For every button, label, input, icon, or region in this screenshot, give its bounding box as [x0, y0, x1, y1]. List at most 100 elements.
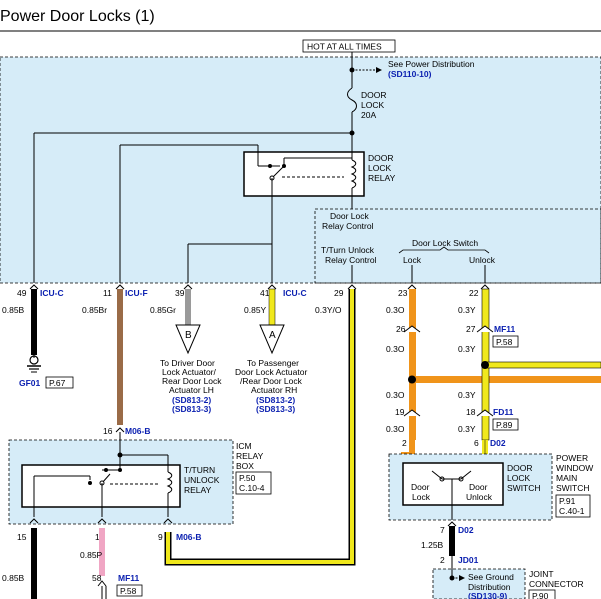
tturn-unlock-relay-control-1: T/Turn Unlock: [321, 245, 375, 255]
connector-b-ref-2: (SD813-3): [172, 404, 211, 414]
pin-22: 22: [469, 288, 479, 298]
connector-b-text-1: To Driver Door: [160, 358, 215, 368]
door-lock-relay-control-2: Relay Control: [322, 221, 374, 231]
wire-085b-bottom: 0.85B: [2, 573, 25, 583]
connector-b-text-4: Actuator LH: [169, 385, 214, 395]
conn-mf11-right: MF11: [494, 324, 516, 334]
icm-ref-2: C.10-4: [239, 483, 265, 493]
wire-125b: 1.25B: [421, 540, 444, 550]
see-power-distribution: See Power Distribution: [388, 59, 475, 69]
connector-b-letter: B: [185, 330, 192, 341]
pin-49: 49: [17, 288, 27, 298]
conn-d02: D02: [490, 438, 506, 448]
tturn-unlock-relay: [21, 464, 181, 508]
switch-door-lock-1: Door: [411, 482, 430, 492]
pin-19: 19: [395, 407, 405, 417]
ground-gf01: GF01: [19, 378, 41, 388]
wire-yellow-branch: [484, 361, 601, 369]
door-lock-switch-label-1: DOOR: [507, 463, 533, 473]
wire-orange-23: [409, 289, 416, 440]
door-lock-relay-label-1: DOOR: [368, 153, 394, 163]
fuse-label-3: 20A: [361, 110, 376, 120]
pin-27: 27: [466, 324, 476, 334]
pin-16: 16: [103, 426, 113, 436]
control-unlock-label: Unlock: [469, 255, 496, 265]
relay-control-box: [314, 208, 601, 284]
wire-black-49: [31, 289, 37, 355]
power-window-label-1: POWER: [556, 453, 588, 463]
door-lock-switch-box: [402, 462, 504, 506]
tturn-relay-label-2: UNLOCK: [184, 475, 220, 485]
connector-b-ref-1: (SD813-2): [172, 395, 211, 405]
door-lock-switch-label-2: LOCK: [507, 473, 530, 483]
page-title: Power Door Locks (1): [0, 8, 155, 25]
wire-brown-11: [117, 289, 123, 425]
fuse-label-2: LOCK: [361, 100, 384, 110]
wire-black-15: [31, 528, 37, 599]
page-p58-left: P.58: [120, 586, 137, 596]
hot-label-box: [302, 39, 396, 53]
wire-black-d02: [449, 526, 455, 556]
wire-orange-branch: [412, 376, 601, 383]
connector-b-text-3: Rear Door Lock: [162, 376, 222, 386]
conn-icu-c-1: ICU-C: [40, 288, 64, 298]
wire-03y-2: 0.3Y: [458, 344, 476, 354]
joint-connector-1: JOINT: [529, 569, 554, 579]
connector-a-ref-1: (SD813-2): [256, 395, 295, 405]
connector-b-text-2: Lock Actuator/: [162, 367, 217, 377]
conn-fd11: FD11: [493, 407, 514, 417]
conn-m06b-top: M06-B: [125, 426, 151, 436]
door-lock-switch-label-3: SWITCH: [507, 483, 541, 493]
power-window-label-3: MAIN: [556, 473, 577, 483]
wire-pink-18: [99, 528, 105, 576]
pin-2-bottom: 2: [440, 555, 445, 565]
wire-03y-3: 0.3Y: [458, 390, 476, 400]
icm-box-label-2: RELAY: [236, 451, 264, 461]
pin-18-right: 18: [466, 407, 476, 417]
tturn-relay-label-3: RELAY: [184, 485, 212, 495]
wire-03o-3: 0.3O: [386, 390, 405, 400]
ground-ref: (SD130-9): [468, 591, 507, 599]
page-p58-right: P.58: [496, 337, 513, 347]
conn-icu-c-2: ICU-C: [283, 288, 307, 298]
fuse-label-1: DOOR: [361, 90, 387, 100]
conn-d02-bottom: D02: [458, 525, 474, 535]
power-window-ref-2: C.40-1: [559, 506, 585, 516]
connector-a-ref-2: (SD813-3): [256, 404, 295, 414]
connector-a-letter: A: [269, 330, 276, 341]
ground-page: P.67: [49, 378, 66, 388]
wire-085b: 0.85B: [2, 305, 25, 315]
power-window-ref-1: P.91: [559, 496, 576, 506]
see-ground-1: See Ground: [468, 572, 514, 582]
fuse-symbol: [347, 87, 357, 113]
pin-26: 26: [396, 324, 406, 334]
pin-11: 11: [103, 288, 112, 298]
conn-icu-f: ICU-F: [125, 288, 148, 298]
icm-ref-1: P.50: [239, 473, 256, 483]
switch-door-unlock-1: Door: [469, 482, 488, 492]
connector-a-text-1: To Passenger: [247, 358, 299, 368]
wire-yellow-41: [268, 288, 276, 326]
door-lock-relay-control-1: Door Lock: [330, 211, 369, 221]
connector-a-text-3: /Rear Door Lock: [240, 376, 303, 386]
conn-m06b-bottom: M06-B: [176, 532, 202, 542]
connector-a-text-2: Door Lock Actuator: [235, 367, 307, 377]
page-p89: P.89: [496, 420, 513, 430]
joint-connector-area: [432, 568, 526, 599]
joint-connector-2: CONNECTOR: [529, 579, 584, 589]
pin-2: 2: [402, 438, 407, 448]
power-ref: (SD110-10): [388, 69, 432, 79]
pin-58: 58: [92, 573, 102, 583]
door-lock-relay-label-3: RELAY: [368, 173, 396, 183]
conn-mf11-left: MF11: [118, 573, 140, 583]
hot-label: HOT AT ALL TIMES: [307, 42, 382, 52]
wire-085y: 0.85Y: [244, 305, 267, 315]
door-lock-relay: [243, 151, 365, 197]
connector-a-symbol: [259, 324, 285, 355]
power-window-label-4: SWITCH: [556, 483, 590, 493]
pin-29: 29: [334, 288, 344, 298]
control-lock-label: Lock: [403, 255, 422, 265]
wire-03o-4: 0.3O: [386, 424, 405, 434]
icm-box-label-3: BOX: [236, 461, 254, 471]
